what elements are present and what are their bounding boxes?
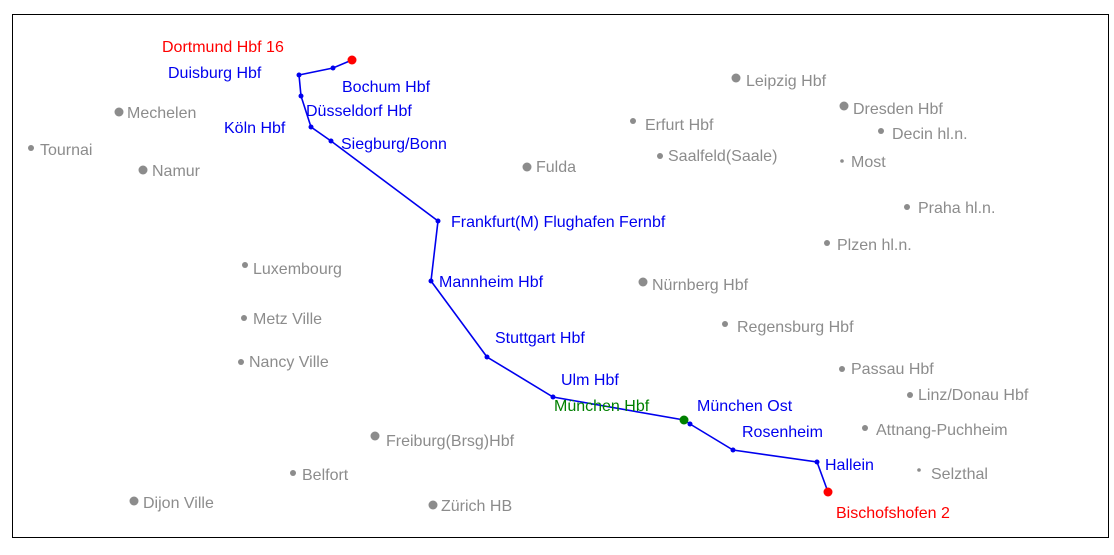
station-label-selzthal: Selzthal [931,466,988,483]
station-label-plzen: Plzen hl.n. [837,237,912,254]
station-dot-linz [907,392,913,398]
station-dot-leipzig [731,73,741,83]
route-station-label-bischofshofen: Bischofshofen 2 [836,505,950,522]
station-label-decin: Decin hl.n. [892,126,968,143]
route-station-label-hallein: Hallein [825,457,874,474]
route-station-dot-muenchen-hbf [679,415,689,425]
station-label-freiburg: Freiburg(Brsg)Hbf [386,433,515,450]
station-dot-saalfeld [657,153,663,159]
route-station-label-frankfurt-flughafen: Frankfurt(M) Flughafen Fernbf [451,214,666,231]
station-dot-fulda [522,162,532,172]
station-label-luxembourg: Luxembourg [253,261,342,278]
station-label-zuerich: Zürich HB [441,498,512,515]
route-station-dot-stuttgart [484,354,490,360]
station-label-linz: Linz/Donau Hbf [918,387,1029,404]
station-dot-freiburg [370,431,380,441]
station-dot-decin [878,128,884,134]
station-dot-erfurt [630,118,636,124]
route-station-dot-duisburg [296,72,302,78]
station-label-nancy: Nancy Ville [249,354,329,371]
station-dot-passau [839,366,845,372]
station-dot-dresden [839,101,849,111]
station-label-saalfeld: Saalfeld(Saale) [668,148,777,165]
route-station-dot-siegburg [328,138,334,144]
station-dot-attnang [862,425,868,431]
station-label-praha: Praha hl.n. [918,200,995,217]
station-label-tournai: Tournai [40,142,92,159]
station-dot-metz [241,315,247,321]
station-label-fulda: Fulda [536,159,576,176]
station-dot-tournai [28,145,34,151]
station-label-nuernberg: Nürnberg Hbf [652,277,749,294]
route-station-label-mannheim: Mannheim Hbf [439,274,544,291]
route-station-dot-dortmund [347,55,357,65]
station-dot-selzthal [917,468,921,472]
route-station-label-stuttgart: Stuttgart Hbf [495,330,585,347]
station-label-dijon: Dijon Ville [143,495,214,512]
station-dot-regensburg [722,321,728,327]
station-label-passau: Passau Hbf [851,361,934,378]
station-dot-zuerich [428,500,438,510]
station-dot-plzen [824,240,830,246]
station-label-dresden: Dresden Hbf [853,101,943,118]
route-station-label-bochum: Bochum Hbf [342,79,431,96]
station-dot-nancy [238,359,244,365]
route-station-label-koeln: Köln Hbf [224,120,286,137]
route-station-dot-bischofshofen [823,487,833,497]
station-label-regensburg: Regensburg Hbf [737,319,854,336]
route-station-dot-muenchen-ost [687,421,693,427]
station-label-attnang: Attnang-Puchheim [876,422,1008,439]
route-station-dot-mannheim [428,278,434,284]
station-dot-namur [138,165,148,175]
route-station-label-dortmund: Dortmund Hbf 16 [162,39,284,56]
route-station-label-muenchen-hbf: München Hbf [554,398,650,415]
route-station-label-ulm: Ulm Hbf [561,372,619,389]
station-dot-mechelen [114,107,124,117]
station-label-namur: Namur [152,163,201,180]
station-label-leipzig: Leipzig Hbf [746,73,827,90]
map-border [12,14,1109,538]
route-station-dot-hallein [814,459,820,465]
station-dot-nuernberg [638,277,648,287]
station-label-most: Most [851,154,886,171]
route-station-dot-bochum [330,65,336,71]
station-dot-luxembourg [242,262,248,268]
station-label-mechelen: Mechelen [127,105,196,122]
station-label-belfort: Belfort [302,467,349,484]
route-station-label-duesseldorf: Düsseldorf Hbf [306,103,412,120]
route-layer [296,55,833,497]
station-dot-most [840,159,844,163]
station-label-metz: Metz Ville [253,311,322,328]
route-station-dot-duesseldorf [298,93,304,99]
route-station-label-rosenheim: Rosenheim [742,424,823,441]
station-label-erfurt: Erfurt Hbf [645,117,714,134]
station-dot-praha [904,204,910,210]
route-station-dot-koeln [308,124,314,130]
route-station-dot-frankfurt-flughafen [435,218,441,224]
station-dot-dijon [129,496,139,506]
station-dot-belfort [290,470,296,476]
route-station-label-muenchen-ost: München Ost [697,398,793,415]
route-station-dot-ulm [550,394,556,400]
route-labels-layer: Dortmund Hbf 16 Bochum Hbf Duisburg HbfDüs… [162,39,950,522]
route-station-label-duisburg: Duisburg Hbf [168,65,262,82]
route-station-dot-rosenheim [730,447,736,453]
route-station-label-siegburg: Siegburg/Bonn [341,136,447,153]
